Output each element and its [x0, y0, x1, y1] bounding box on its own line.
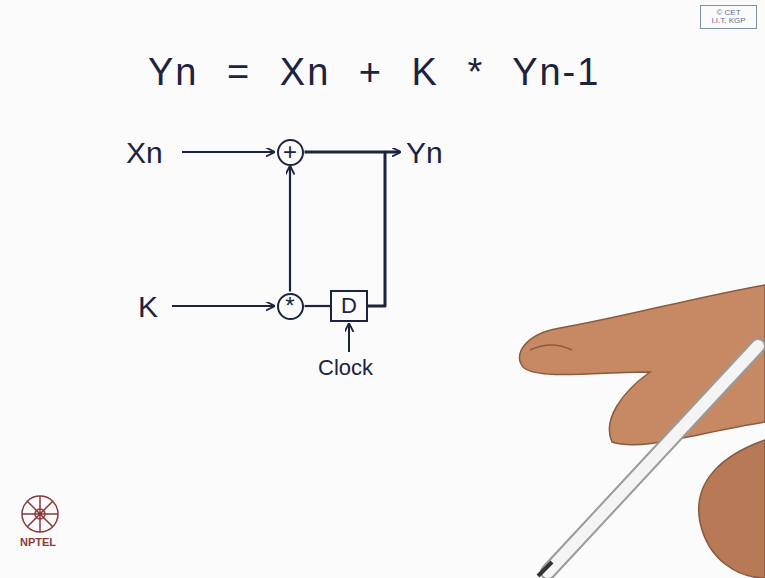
input-wire [172, 305, 274, 307]
signal-wire [289, 167, 291, 292]
clock-label: Clock [318, 356, 373, 380]
node-text: D [341, 294, 357, 317]
signal-label: K [138, 290, 158, 323]
signal-wire [305, 305, 331, 307]
input-wire [182, 151, 274, 153]
logo-text: NPTEL [20, 536, 56, 548]
node-text: + [283, 139, 297, 164]
clock-wire [348, 324, 350, 352]
equation: Yn = Xn + K * Yn-1 [148, 52, 600, 94]
delay-box: D [330, 290, 368, 322]
node-text: * [285, 293, 294, 318]
signal-wire [305, 152, 386, 306]
output-wire [385, 151, 400, 154]
adder-circle: + [276, 138, 305, 167]
multiplier-circle: * [276, 292, 305, 321]
node-text: I.I.T. KGP [711, 17, 745, 25]
nptel-logo [22, 496, 58, 532]
logo-stamp: © CETI.I.T. KGP [700, 5, 757, 29]
node-text: © CET [716, 9, 740, 17]
signal-label: Xn [126, 136, 163, 169]
hand [520, 285, 765, 578]
signal-label: Yn [406, 136, 443, 169]
